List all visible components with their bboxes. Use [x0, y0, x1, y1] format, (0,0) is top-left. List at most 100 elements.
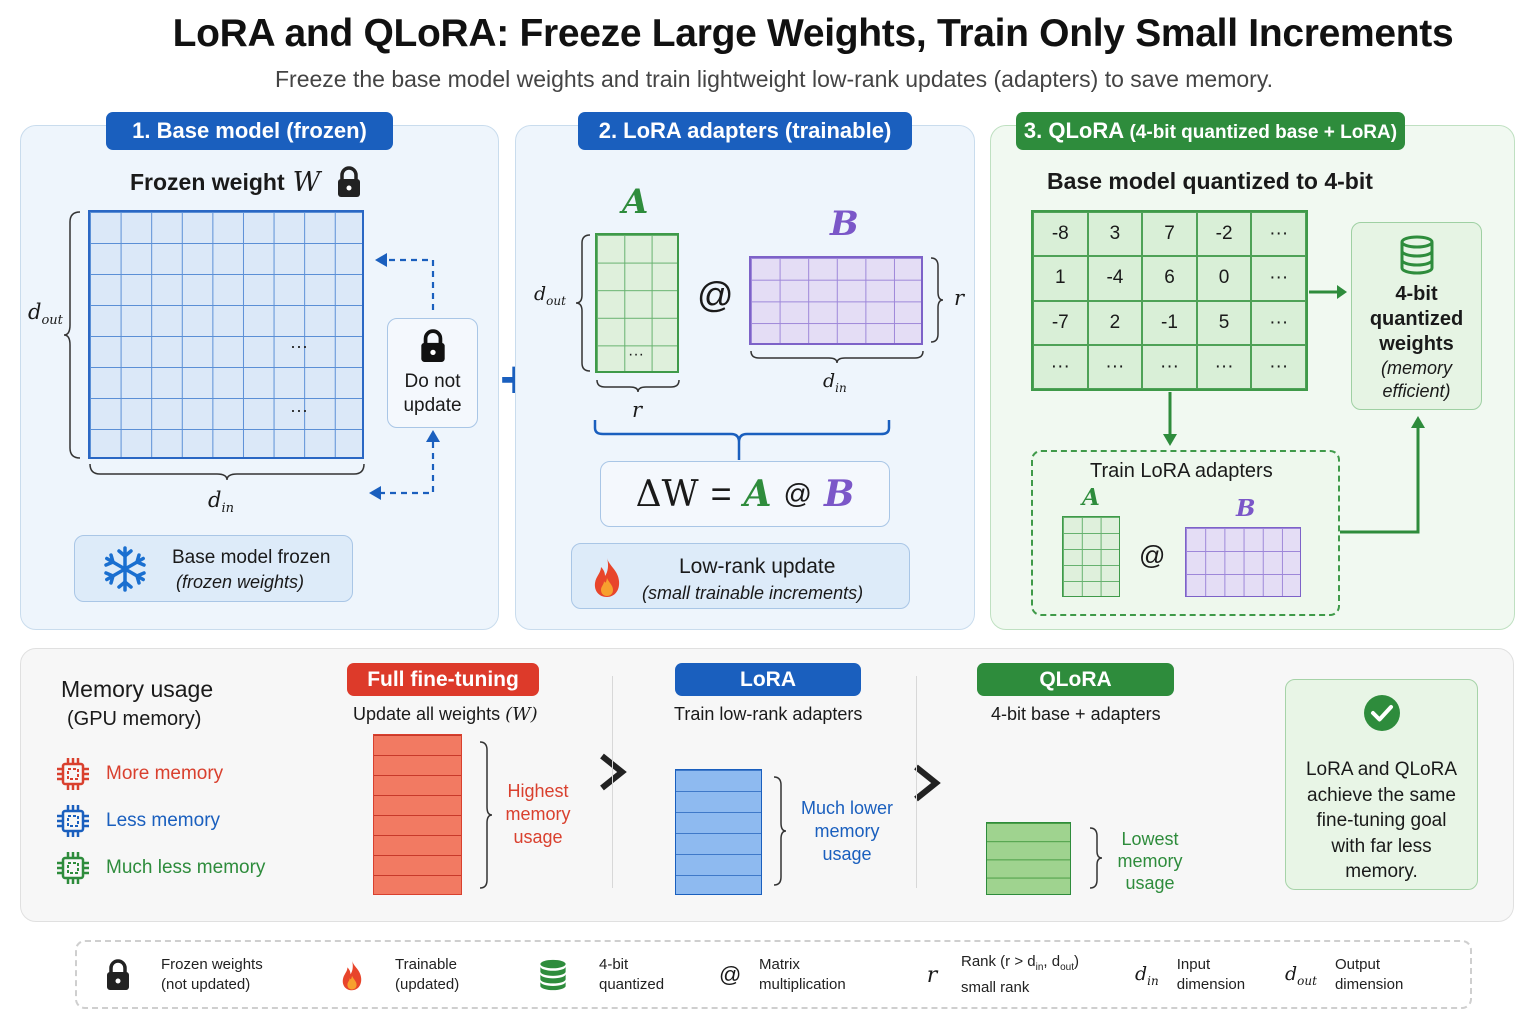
qlora-matrix-a — [1062, 516, 1120, 597]
footer-legend-item: r Rank (r > din, dout)small rank — [921, 953, 1080, 996]
lock-icon — [338, 166, 361, 197]
panel-lora-header: 2. LoRA adapters (trainable) — [578, 112, 912, 150]
quantized-cell: 0 — [1196, 256, 1252, 301]
conclusion-card: LoRA and QLoRA achieve the same fine-tun… — [1285, 679, 1478, 890]
qlora-a-label: A — [1082, 484, 1100, 511]
qlora-b-label: B — [1236, 495, 1256, 522]
quantized-cell: ··· — [1251, 256, 1306, 301]
panel-base-model-header: 1. Base model (frozen) — [106, 112, 393, 150]
lock-icon — [420, 329, 445, 362]
footer-legend-text: Rank (r > din, dout)small rank — [961, 953, 1080, 996]
din-icon: din — [1135, 962, 1159, 988]
matrix-ellipsis: ··· — [290, 400, 308, 420]
lora-matrix-b — [749, 256, 923, 345]
snowflake-icon — [104, 546, 146, 592]
quantized-cell: 3 — [1087, 212, 1143, 257]
storage-title: 4-bit quantized weights — [1369, 283, 1464, 355]
frozen-weight-title: Frozen weight W — [130, 166, 362, 198]
row-brace — [63, 211, 81, 459]
quantized-cell: -7 — [1033, 300, 1088, 345]
col-brace — [89, 463, 365, 481]
b-col-label: din — [823, 370, 847, 395]
low-rank-title: Low-rank update — [679, 555, 836, 578]
frozen-weight-matrix — [88, 210, 364, 459]
row-dimension-label: dout — [28, 300, 63, 329]
storage-sub: (memory efficient) — [1381, 358, 1452, 401]
a-row-brace — [575, 234, 591, 372]
quantized-storage-card: 4-bit quantized weights (memory efficien… — [1351, 222, 1482, 410]
col-dimension-label: din — [208, 488, 234, 517]
do-not-update-label: Do not update — [403, 371, 462, 416]
quantized-cell: -8 — [1033, 212, 1088, 257]
database-icon — [537, 958, 569, 992]
full-finetune-desc: Update all weights (W) — [353, 704, 538, 725]
memory-legend-item: Much less memory — [56, 844, 316, 891]
qlora-memory-header: QLoRA — [977, 663, 1174, 696]
full-finetune-note: Highest memory usage — [505, 781, 571, 847]
a-col-brace — [596, 379, 680, 393]
lora-memory-bar — [675, 769, 762, 895]
fire-icon — [594, 558, 620, 597]
quantized-cell: ··· — [1087, 344, 1143, 389]
memory-legend: More memory Less memory Much less memory — [56, 750, 316, 891]
matrix-ellipsis: ··· — [628, 346, 644, 363]
do-not-update-card: Do not update — [387, 318, 478, 428]
qlora-matrix-b — [1185, 527, 1301, 597]
footer-legend: Frozen weights(not updated) Trainable(upd… — [75, 940, 1472, 1009]
footer-legend-text: Trainable(updated) — [395, 956, 460, 993]
qlora-memory-desc: 4-bit base + adapters — [991, 704, 1161, 724]
lora-memory-brace — [773, 776, 787, 886]
quantized-cell: ··· — [1251, 300, 1306, 345]
quantized-cell: 7 — [1142, 212, 1197, 257]
no-update-arrows — [369, 253, 440, 500]
footer-legend-item: Frozen weights(not updated) — [105, 954, 263, 996]
arrow-up-to-storage — [1340, 416, 1425, 534]
memory-legend-item: Less memory — [56, 797, 316, 844]
full-finetune-bar — [373, 734, 462, 895]
chip-icon — [57, 851, 89, 884]
memory-legend-label: Less memory — [106, 809, 221, 831]
r-icon: r — [926, 962, 938, 988]
quantized-cell: ··· — [1251, 212, 1306, 257]
arrow-to-storage — [1309, 285, 1347, 299]
conclusion-text: LoRA and QLoRA achieve the same fine-tun… — [1305, 759, 1458, 882]
footer-legend-item: Trainable(updated) — [339, 954, 459, 996]
memory-subtitle: (GPU memory) — [67, 708, 202, 730]
quantized-title: Base model quantized to 4-bit — [1047, 168, 1373, 194]
at-icon: @ — [719, 962, 742, 987]
page-subtitle: Freeze the base model weights and train … — [274, 66, 1274, 92]
memory-legend-label: More memory — [106, 762, 224, 784]
lora-memory-desc: Train low-rank adapters — [674, 704, 863, 724]
low-rank-update-card: Low-rank update (small trainable increme… — [571, 543, 910, 609]
quantized-cell: -2 — [1196, 212, 1252, 257]
delta-w-equation: ΔW = A @ B — [600, 461, 890, 527]
qlora-matmul-symbol: @ — [1139, 540, 1166, 570]
matrix-b-label: B — [830, 204, 859, 244]
a-col-label: r — [632, 398, 643, 422]
qlora-memory-brace — [1089, 827, 1103, 889]
panel-qlora-header: 3. QLoRA (4-bit quantized base + LoRA) — [1016, 112, 1405, 150]
lora-memory-header: LoRA — [675, 663, 861, 696]
quantized-cell: ··· — [1033, 344, 1088, 389]
b-row-brace — [930, 257, 944, 343]
qlora-memory-note: Lowest memory usage — [1117, 829, 1183, 893]
divider — [916, 676, 917, 888]
memory-legend-item: More memory — [56, 750, 316, 797]
memory-title: Memory usage — [61, 676, 214, 702]
matrix-a-label: A — [622, 182, 649, 222]
matrix-ellipsis: ··· — [290, 336, 308, 356]
matmul-symbol: @ — [697, 274, 734, 315]
database-icon — [1400, 235, 1433, 275]
base-frozen-title: Base model frozen — [172, 547, 331, 568]
lock-icon — [105, 958, 131, 992]
quantized-cell: ··· — [1251, 344, 1306, 389]
low-rank-sub: (small trainable increments) — [642, 583, 864, 603]
